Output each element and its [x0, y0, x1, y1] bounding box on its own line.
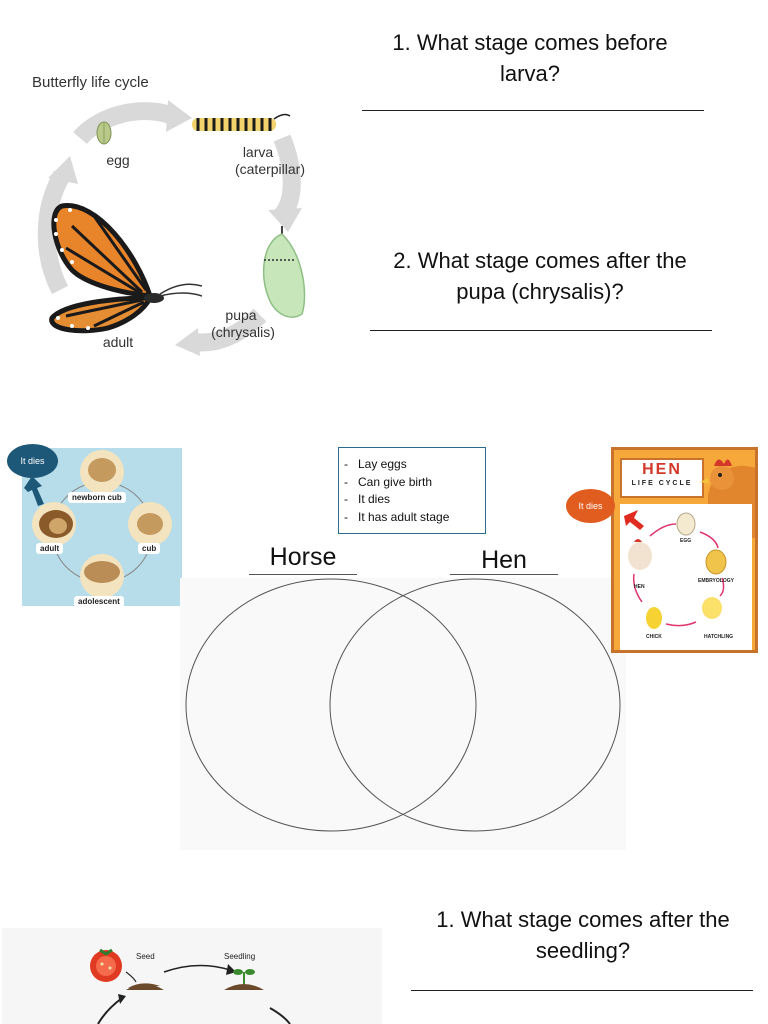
lion-life-cycle-image: newborn cub adult cub adolescent [22, 448, 182, 606]
question-3-line-2: seedling? [535, 938, 631, 963]
hen-it-dies-bubble: It dies [566, 489, 615, 523]
lion-cub-label: cub [138, 543, 161, 554]
word-bank-item: - It dies [344, 492, 391, 506]
egg-icon [96, 121, 112, 145]
hen-hatchling-label: HATCHLING [704, 634, 734, 640]
hen-embryology-label: EMBRYOLOGY [698, 578, 734, 584]
lion-cycle-arrows [32, 450, 172, 598]
pupa-label: pupa [225, 307, 257, 323]
venn-horse-title: Horse [269, 543, 337, 571]
question-2: 2. What stage comes after the pupa (chry… [355, 245, 725, 307]
lion-newborn-label: newborn cub [68, 492, 126, 503]
hen-title-box: HEN LIFE CYCLE [620, 458, 704, 498]
question-3: 1. What stage comes after the seedling? [398, 904, 768, 966]
plant-cycle-graphics [90, 948, 291, 1024]
question-2-line-1: 2. What stage comes after the [393, 248, 687, 273]
hen-subtitle: LIFE CYCLE [631, 480, 693, 487]
lion-adolescent-label: adolescent [74, 596, 124, 606]
seedling-label: Seedling [224, 952, 256, 961]
question-1-line-2: larva? [500, 61, 560, 86]
question-1: 1. What stage comes before larva? [345, 27, 715, 89]
larva-label: larva [242, 144, 274, 160]
hen-title: HEN [642, 461, 682, 478]
question-2-line-2: pupa (chrysalis)? [456, 279, 624, 304]
adult-label: adult [102, 334, 134, 350]
venn-right-circle[interactable] [329, 578, 621, 832]
question-3-line-1: 1. What stage comes after the [436, 907, 730, 932]
venn-hen-title: Hen [481, 546, 527, 574]
question-1-line-1: 1. What stage comes before [392, 30, 668, 55]
chrysalis-icon [262, 226, 306, 318]
egg-label: egg [106, 152, 130, 168]
venn-hen-underline [450, 574, 558, 575]
word-bank-item: - It has adult stage [344, 509, 450, 524]
answer-line-3[interactable] [411, 990, 753, 991]
larva-sub-label: (caterpillar) [234, 161, 305, 177]
up-arrow-icon [24, 476, 44, 506]
word-bank-box: - Lay eggs - Can give birth - It dies - … [338, 447, 486, 534]
venn-horse-underline [249, 574, 357, 575]
cycle-arrows [37, 100, 302, 356]
hen-egg-label: EGG [680, 538, 692, 544]
hen-chick-label: CHICK [646, 634, 662, 640]
answer-line-2[interactable] [370, 330, 712, 331]
butterfly-life-cycle-diagram: Butterfly life cycle egg larva (caterpil… [20, 60, 340, 360]
venn-left-circle[interactable] [185, 578, 477, 832]
lion-adult-label: adult [36, 543, 64, 554]
hen-cycle-panel: EGG EMBRYOLOGY HATCHLING CHICK HEN [620, 504, 752, 650]
caterpillar-icon [192, 113, 291, 131]
word-bank-item: - Lay eggs [344, 457, 407, 471]
word-bank-item: - Can give birth [344, 474, 433, 489]
hen-hen-label: HEN [634, 584, 645, 590]
seed-label: Seed [136, 952, 155, 961]
answer-line-1[interactable] [362, 110, 704, 111]
butterfly-title: Butterfly life cycle [32, 74, 149, 91]
venn-diagram [180, 578, 626, 850]
plant-life-cycle-image: Seed Seedling [2, 928, 382, 1024]
lion-it-dies-bubble: It dies [7, 444, 58, 478]
pupa-sub-label: (chrysalis) [211, 324, 275, 340]
hen-bubble-text: It dies [578, 500, 603, 511]
lion-bubble-text: It dies [20, 455, 45, 466]
butterfly-icon [49, 203, 202, 334]
hen-life-cycle-image: HEN LIFE CYCLE EGG EMBRYOLOGY HATCHLING … [611, 447, 758, 653]
hen-cycle-graphics [624, 510, 727, 629]
